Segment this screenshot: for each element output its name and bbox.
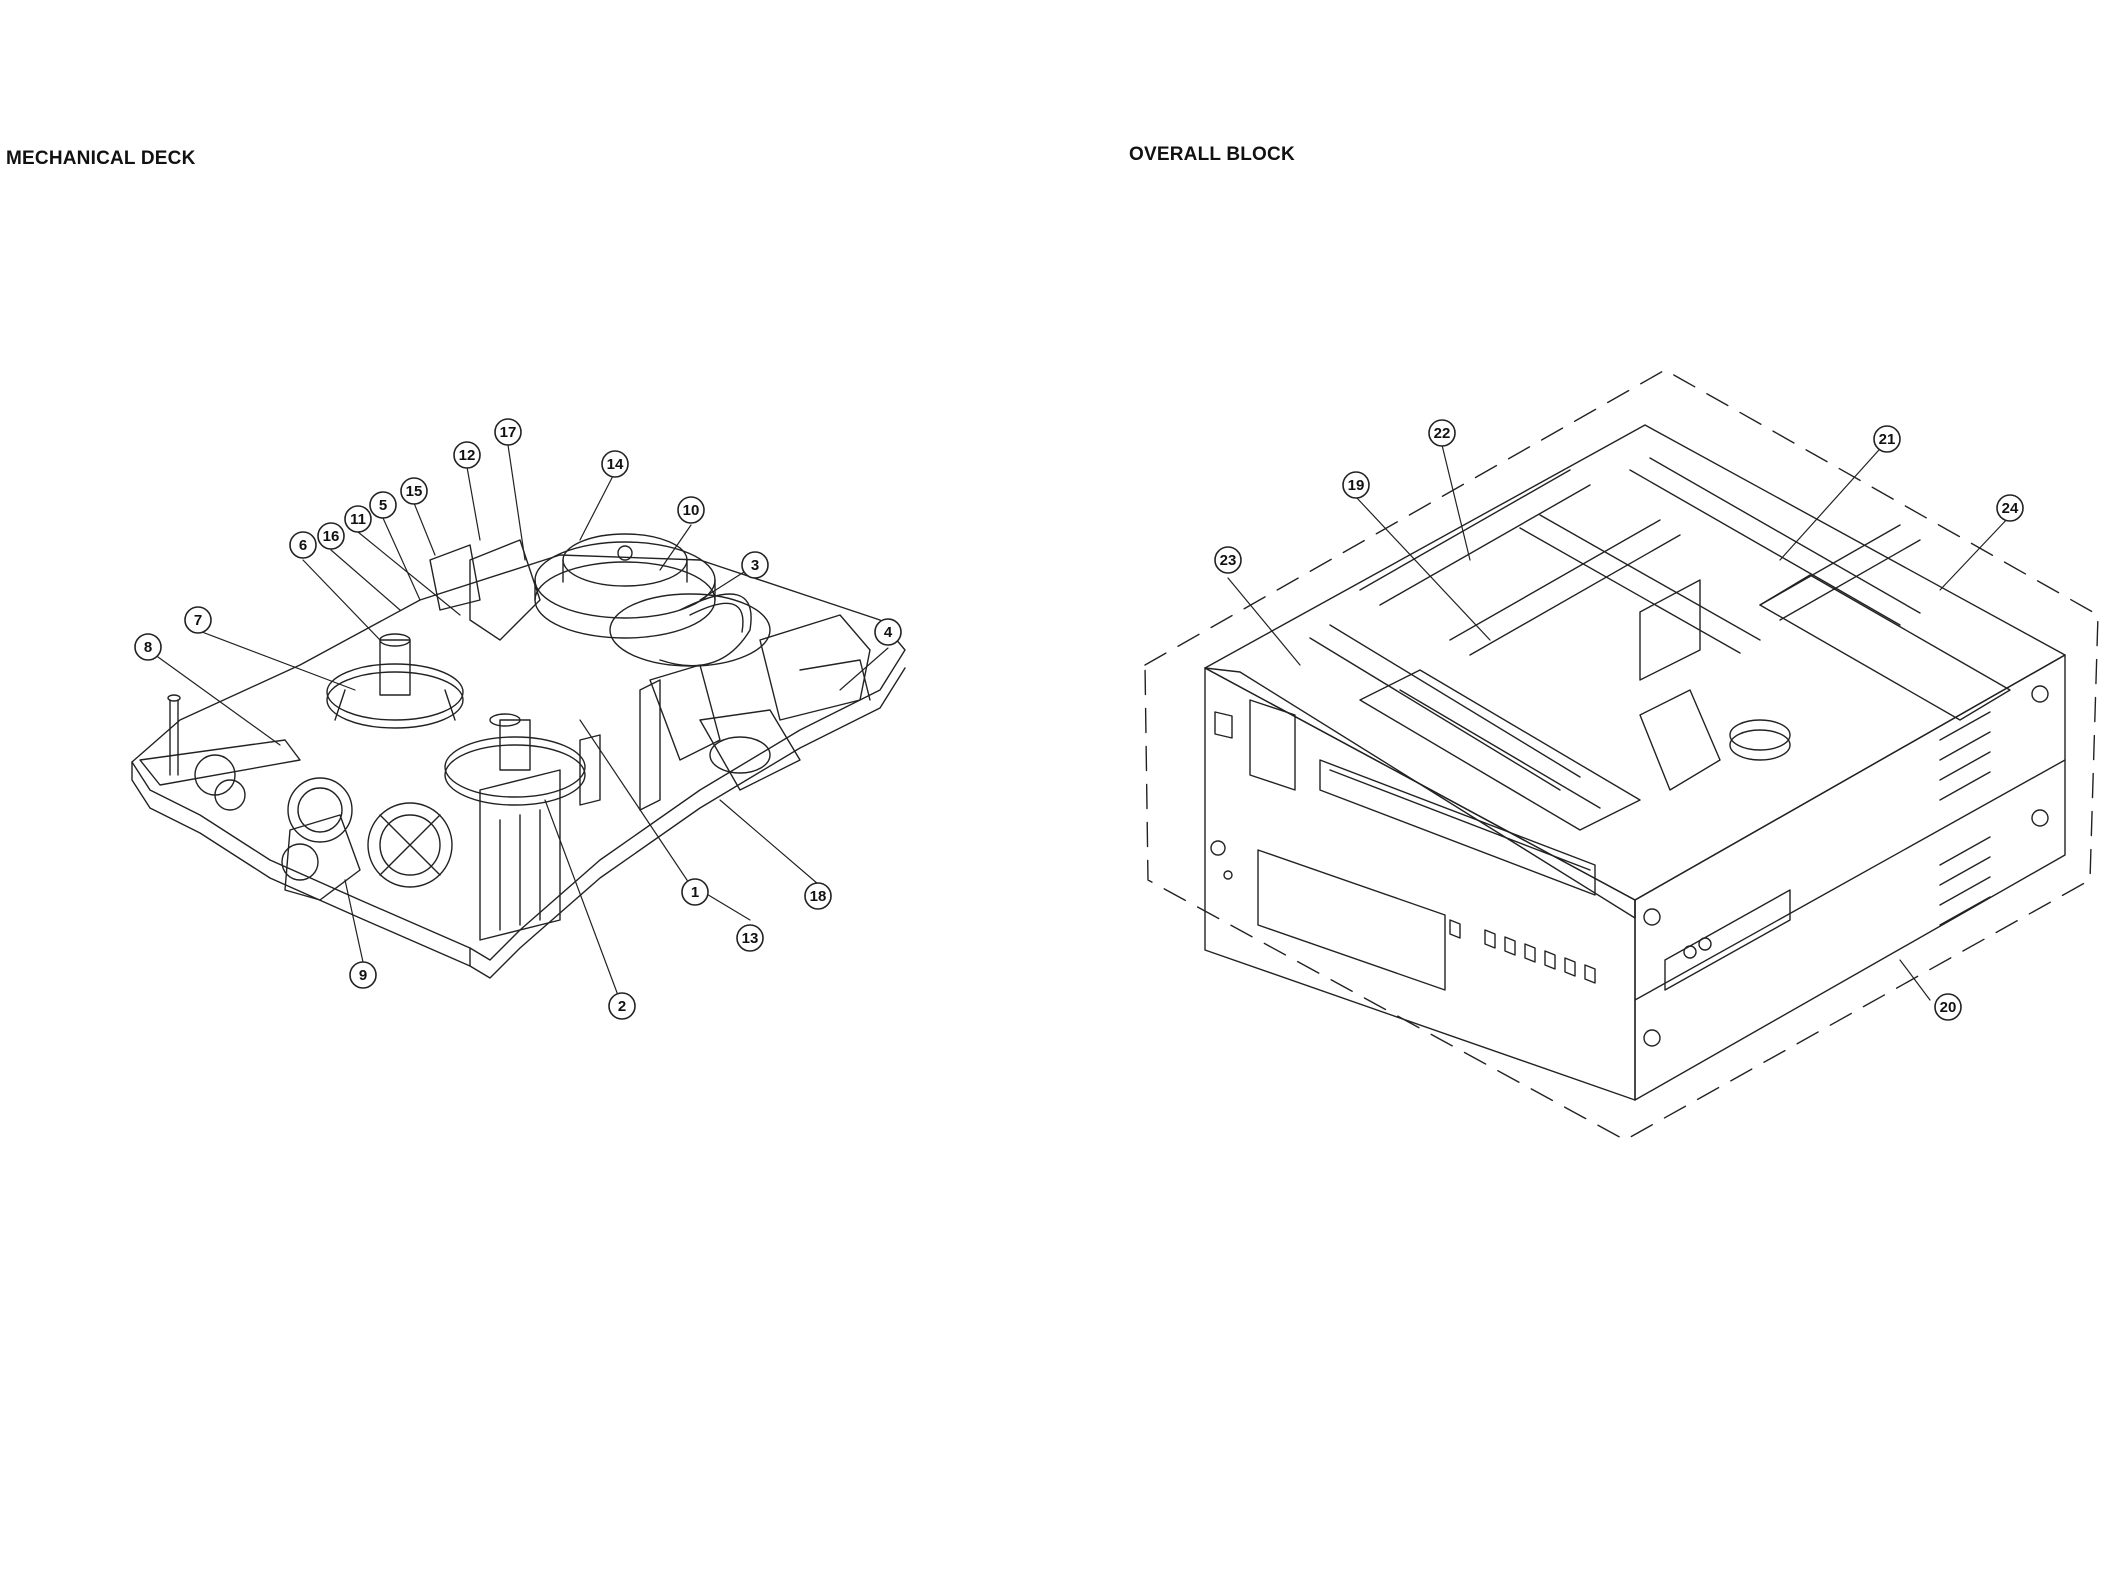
callout-circle	[1996, 494, 2024, 522]
supply-reel-disc	[326, 671, 464, 729]
callout-circle	[1342, 471, 1370, 499]
vcr-front-face	[1204, 667, 1636, 1101]
callout-number: 7	[194, 612, 202, 629]
callout-number: 15	[406, 483, 423, 500]
callout-number: 1	[691, 884, 699, 901]
callout-14: 14	[601, 450, 629, 478]
callout-circle	[741, 551, 769, 579]
callout-number: 12	[459, 447, 476, 464]
callout-8: 8	[134, 633, 162, 661]
callout-number: 21	[1879, 431, 1896, 448]
callout-24: 24	[1996, 494, 2024, 522]
callout-number: 23	[1220, 552, 1237, 569]
callout-number: 18	[810, 888, 827, 905]
callout-circle	[1873, 425, 1901, 453]
callout-number: 17	[500, 424, 517, 441]
callout-circle	[804, 882, 832, 910]
callout-2: 2	[608, 992, 636, 1020]
callout-number: 13	[742, 930, 759, 947]
callout-10: 10	[677, 496, 705, 524]
leader-lines	[157, 440, 2011, 1007]
vcr-side-face	[1634, 654, 2066, 1101]
callout-circle	[184, 606, 212, 634]
overall-block-title: OVERALL BLOCK	[1129, 144, 1295, 165]
vcr-top-face	[1204, 424, 2066, 901]
callout-circle	[1214, 546, 1242, 574]
callout-6: 6	[289, 531, 317, 559]
callout-number: 3	[751, 557, 759, 574]
callout-number: 5	[379, 497, 387, 514]
callout-circle	[134, 633, 162, 661]
callout-circle	[1934, 993, 1962, 1021]
overall-block-illustration	[1144, 369, 2099, 1141]
head-drum	[534, 561, 716, 639]
callout-23: 23	[1214, 546, 1242, 574]
callout-circle	[344, 505, 372, 533]
callout-number: 14	[607, 456, 624, 473]
callout-19: 19	[1342, 471, 1370, 499]
callout-7: 7	[184, 606, 212, 634]
mechanical-deck-title: MECHANICAL DECK	[6, 148, 196, 169]
callout-15: 15	[400, 477, 428, 505]
callout-circle	[874, 618, 902, 646]
callout-circle	[349, 961, 377, 989]
callout-number: 8	[144, 639, 152, 656]
callout-5: 5	[369, 491, 397, 519]
callout-number: 24	[2002, 500, 2019, 517]
callout-18: 18	[804, 882, 832, 910]
callout-circle	[601, 450, 629, 478]
callout-22: 22	[1428, 419, 1456, 447]
callout-16: 16	[317, 522, 345, 550]
callout-circle	[289, 531, 317, 559]
callout-circle	[317, 522, 345, 550]
callout-9: 9	[349, 961, 377, 989]
callout-circle	[400, 477, 428, 505]
callout-circle	[1428, 419, 1456, 447]
callout-number: 11	[350, 511, 366, 528]
block-boundary-dashed	[1144, 369, 2099, 1141]
take-up-reel-disc	[444, 744, 586, 806]
callout-17: 17	[494, 418, 522, 446]
callout-13: 13	[736, 924, 764, 952]
callout-20: 20	[1934, 993, 1962, 1021]
callout-21: 21	[1873, 425, 1901, 453]
callout-3: 3	[741, 551, 769, 579]
callout-circle	[608, 992, 636, 1020]
deck-chassis	[131, 554, 906, 961]
callout-11: 11	[344, 505, 372, 533]
callout-circle	[736, 924, 764, 952]
callout-circle	[494, 418, 522, 446]
callout-number: 4	[884, 624, 893, 641]
drive-gear	[287, 777, 353, 843]
callout-1: 1	[681, 878, 709, 906]
callout-number: 16	[323, 528, 340, 545]
callout-4: 4	[874, 618, 902, 646]
callout-number: 2	[618, 998, 626, 1015]
callout-number: 6	[299, 537, 307, 554]
callout-circle	[453, 441, 481, 469]
callout-circle	[681, 878, 709, 906]
mechanical-deck-illustration	[131, 533, 906, 979]
front-buttons	[1449, 919, 1596, 984]
callout-number: 9	[359, 967, 367, 984]
callout-12: 12	[453, 441, 481, 469]
capstan-motor	[284, 814, 361, 901]
callout-circle	[369, 491, 397, 519]
callout-number: 22	[1434, 425, 1451, 442]
callout-number: 20	[1940, 999, 1957, 1016]
callout-number: 10	[683, 502, 700, 519]
callout-number: 19	[1348, 477, 1365, 494]
callout-circle	[677, 496, 705, 524]
